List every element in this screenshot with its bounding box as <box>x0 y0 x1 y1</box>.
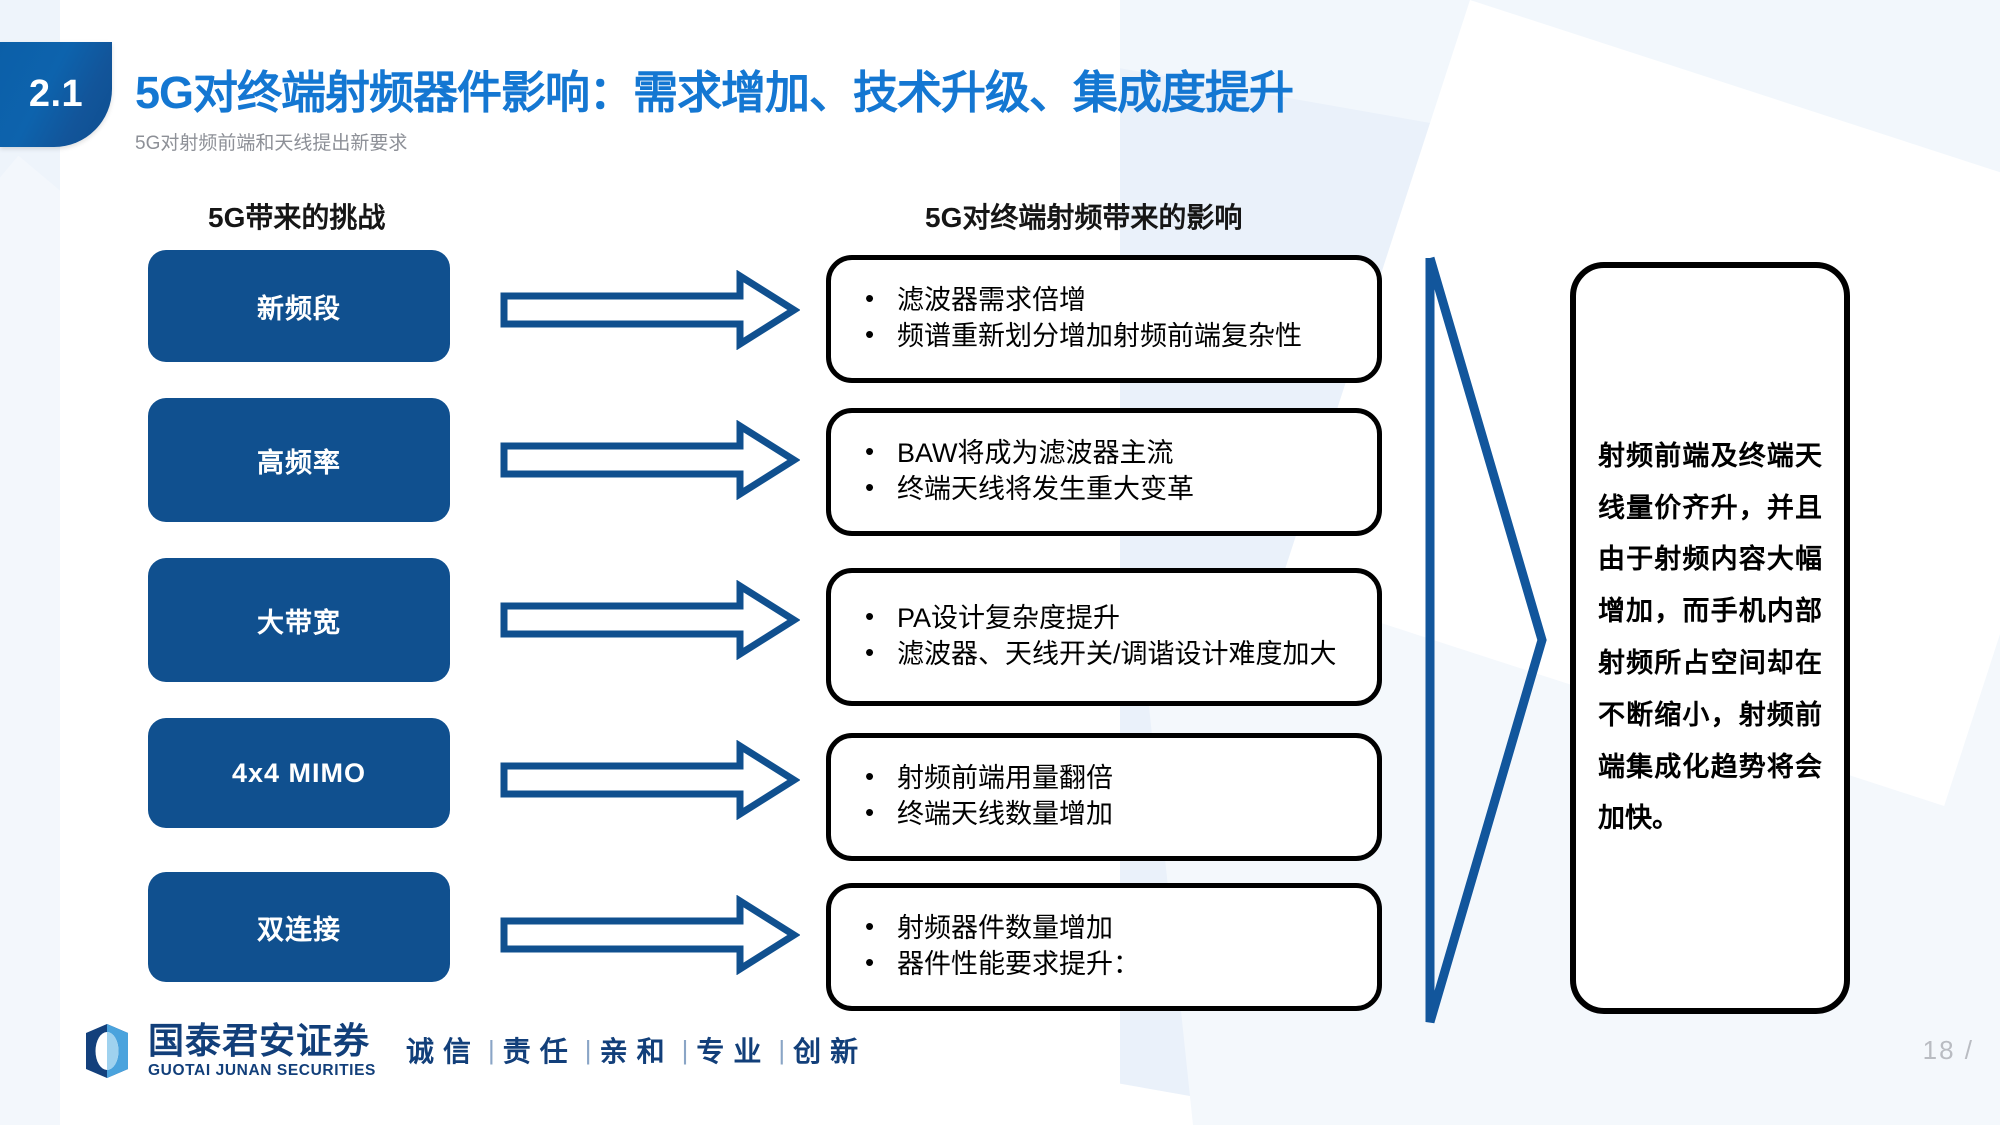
impact-bullet-list: 射频前端用量翻倍 终端天线数量增加 <box>857 759 1359 833</box>
challenge-box-2: 高频率 <box>148 398 450 522</box>
conclusion-box: 射频前端及终端天线量价齐升，并且由于射频内容大幅增加，而手机内部射频所占空间却在… <box>1570 262 1850 1014</box>
left-column-header: 5G带来的挑战 <box>208 202 386 233</box>
slogan-word-3: 亲和 <box>599 1036 674 1067</box>
impact-bullet-list: BAW将成为滤波器主流 终端天线将发生重大变革 <box>857 434 1359 508</box>
slogan-separator: | <box>778 1034 786 1065</box>
impact-box-5: 射频器件数量增加 器件性能要求提升： <box>826 883 1382 1011</box>
impact-bullet: PA设计复杂度提升 <box>857 599 1359 637</box>
slogan-word-4: 专业 <box>696 1036 771 1067</box>
slogan-separator: | <box>488 1034 495 1065</box>
slogan-separator: | <box>584 1034 592 1065</box>
company-slogan: 诚信 | 责任 | 亲和 | 专业 | 创新 <box>400 1030 873 1070</box>
impact-bullet: 射频前端用量翻倍 <box>857 759 1359 797</box>
slogan-word-5: 创新 <box>793 1036 868 1067</box>
slogan-word-2: 责任 <box>502 1036 577 1067</box>
flow-arrow-1 <box>500 270 800 350</box>
impact-bullet-list: PA设计复杂度提升 滤波器、天线开关/调谐设计难度加大 <box>857 599 1359 673</box>
impact-bullet: 频谱重新划分增加射频前端复杂性 <box>857 317 1359 355</box>
impact-bullet: BAW将成为滤波器主流 <box>857 434 1359 472</box>
right-column-header: 5G对终端射频带来的影响 <box>925 202 1243 233</box>
convergence-bracket-icon <box>1425 256 1547 1024</box>
impact-box-4: 射频前端用量翻倍 终端天线数量增加 <box>826 733 1382 861</box>
flow-arrow-4 <box>500 740 800 820</box>
challenge-label: 高频率 <box>257 447 341 478</box>
page-subtitle: 5G对射频前端和天线提出新要求 <box>135 133 408 154</box>
challenge-label: 双连接 <box>257 914 341 945</box>
slogan-word-1: 诚信 <box>406 1036 481 1067</box>
impact-box-3: PA设计复杂度提升 滤波器、天线开关/调谐设计难度加大 <box>826 568 1382 706</box>
challenge-box-4: 4x4 MIMO <box>148 718 450 828</box>
guotai-junan-logo-icon <box>86 1024 128 1078</box>
impact-bullet-list: 滤波器需求倍增 频谱重新划分增加射频前端复杂性 <box>857 281 1359 355</box>
challenge-box-1: 新频段 <box>148 250 450 362</box>
challenge-box-3: 大带宽 <box>148 558 450 682</box>
flow-arrow-3 <box>500 580 800 660</box>
page-title: 5G对终端射频器件影响：需求增加、技术升级、集成度提升 <box>135 67 1294 118</box>
flow-arrow-5 <box>500 895 800 975</box>
company-logo: 国泰君安证券 GUOTAI JUNAN SECURITIES <box>78 1022 376 1080</box>
impact-bullet: 滤波器、天线开关/调谐设计难度加大 <box>857 635 1359 673</box>
impact-bullet: 射频器件数量增加 <box>857 909 1359 947</box>
challenge-label: 大带宽 <box>257 607 341 638</box>
logo-text: 国泰君安证券 GUOTAI JUNAN SECURITIES <box>148 1023 376 1079</box>
flow-arrow-2 <box>500 420 800 500</box>
challenge-label: 4x4 MIMO <box>231 757 367 788</box>
challenge-box-5: 双连接 <box>148 872 450 982</box>
conclusion-text: 射频前端及终端天线量价齐升，并且由于射频内容大幅增加，而手机内部射频所占空间却在… <box>1598 440 1822 834</box>
section-number-badge: 2.1 <box>0 42 112 147</box>
impact-bullet: 终端天线将发生重大变革 <box>857 470 1359 508</box>
slogan-separator: | <box>681 1034 689 1065</box>
challenge-label: 新频段 <box>257 293 341 324</box>
page-number: 18 / <box>1922 1035 1974 1065</box>
impact-bullet: 器件性能要求提升： <box>857 945 1359 983</box>
impact-bullet: 滤波器需求倍增 <box>857 281 1359 319</box>
logo-name-cn: 国泰君安证券 <box>148 1020 371 1062</box>
impact-box-1: 滤波器需求倍增 频谱重新划分增加射频前端复杂性 <box>826 255 1382 383</box>
impact-bullet: 终端天线数量增加 <box>857 795 1359 833</box>
impact-bullet-list: 射频器件数量增加 器件性能要求提升： <box>857 909 1359 983</box>
impact-box-2: BAW将成为滤波器主流 终端天线将发生重大变革 <box>826 408 1382 536</box>
logo-name-en: GUOTAI JUNAN SECURITIES <box>148 1062 376 1080</box>
section-number-label: 2.1 <box>28 73 84 115</box>
